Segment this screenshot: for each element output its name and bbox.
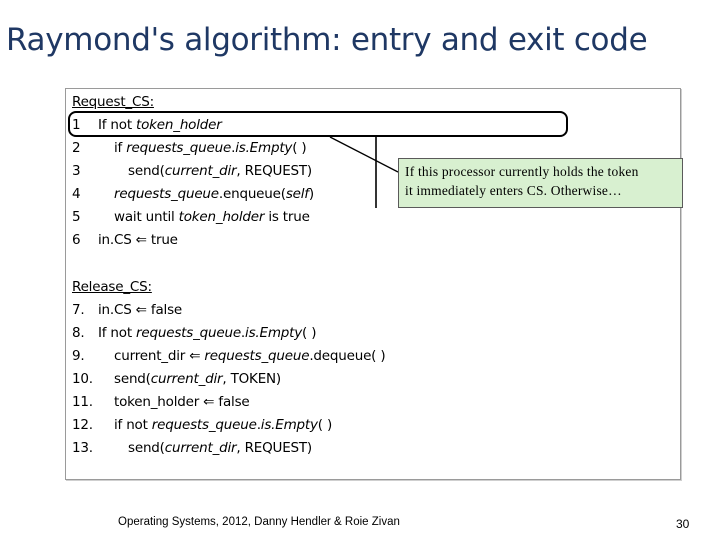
line-number: 8. — [72, 325, 85, 341]
request-line: 1 If not token_holder — [72, 115, 222, 135]
line-number: 12. — [72, 417, 93, 433]
request-line: 3 send(current_dir, REQUEST) — [72, 161, 312, 181]
line-number: 11. — [72, 394, 93, 410]
request-line: 4 requests_queue.enqueue(self) — [72, 184, 314, 204]
request-cs-header: Request_CS: — [72, 94, 154, 110]
release-cs-header: Release_CS: — [72, 279, 152, 295]
code-text: If not requests_queue.is.Empty( ) — [98, 325, 317, 341]
code-text: if requests_queue.is.Empty( ) — [114, 140, 307, 156]
footer-credit: Operating Systems, 2012, Danny Hendler &… — [118, 516, 400, 528]
line-number: 9. — [72, 348, 85, 364]
request-line: 2 if requests_queue.is.Empty( ) — [72, 138, 307, 158]
callout-line-1: If this processor currently holds the to… — [405, 164, 639, 179]
slide-title: Raymond's algorithm: entry and exit code — [6, 22, 648, 58]
release-line: 10. send(current_dir, TOKEN) — [72, 369, 281, 389]
code-text: requests_queue.enqueue(self) — [114, 186, 314, 202]
line-number: 4 — [72, 186, 81, 202]
request-line: 5 wait until token_holder is true — [72, 207, 310, 227]
release-line: 13. send(current_dir, REQUEST) — [72, 438, 312, 458]
release-line: 11. token_holder ⇐ false — [72, 392, 250, 412]
code-text: in.CS ⇐ true — [98, 232, 178, 248]
line-number: 5 — [72, 209, 81, 225]
release-line: 8. If not requests_queue.is.Empty( ) — [72, 323, 316, 343]
line-number: 13. — [72, 440, 93, 456]
code-text: wait until token_holder is true — [114, 209, 310, 225]
callout-line-2: it immediately enters CS. Otherwise… — [405, 183, 622, 198]
code-text: in.CS ⇐ false — [98, 302, 183, 318]
release-line: 12. if not requests_queue.is.Empty( ) — [72, 415, 332, 435]
code-text: if not requests_queue.is.Empty( ) — [114, 417, 333, 433]
code-text: current_dir ⇐ requests_queue.dequeue( ) — [114, 348, 386, 364]
code-text: send(current_dir, TOKEN) — [114, 371, 281, 387]
code-text: send(current_dir, REQUEST) — [128, 440, 313, 456]
request-line: 6 in.CS ⇐ true — [72, 230, 178, 250]
release-line: 9. current_dir ⇐ requests_queue.dequeue( … — [72, 346, 386, 366]
highlight-box — [68, 111, 568, 137]
line-number: 6 — [72, 232, 81, 248]
line-number: 3 — [72, 163, 81, 179]
line-number: 1 — [72, 117, 81, 133]
line-number: 2 — [72, 140, 81, 156]
page-number: 30 — [676, 517, 690, 531]
code-text: send(current_dir, REQUEST) — [128, 163, 313, 179]
callout-box: If this processor currently holds the to… — [398, 158, 683, 208]
release-line: 7. in.CS ⇐ false — [72, 300, 182, 320]
code-text: If not token_holder — [98, 117, 222, 133]
code-text: token_holder ⇐ false — [114, 394, 250, 410]
line-number: 7. — [72, 302, 85, 318]
line-number: 10. — [72, 371, 93, 387]
